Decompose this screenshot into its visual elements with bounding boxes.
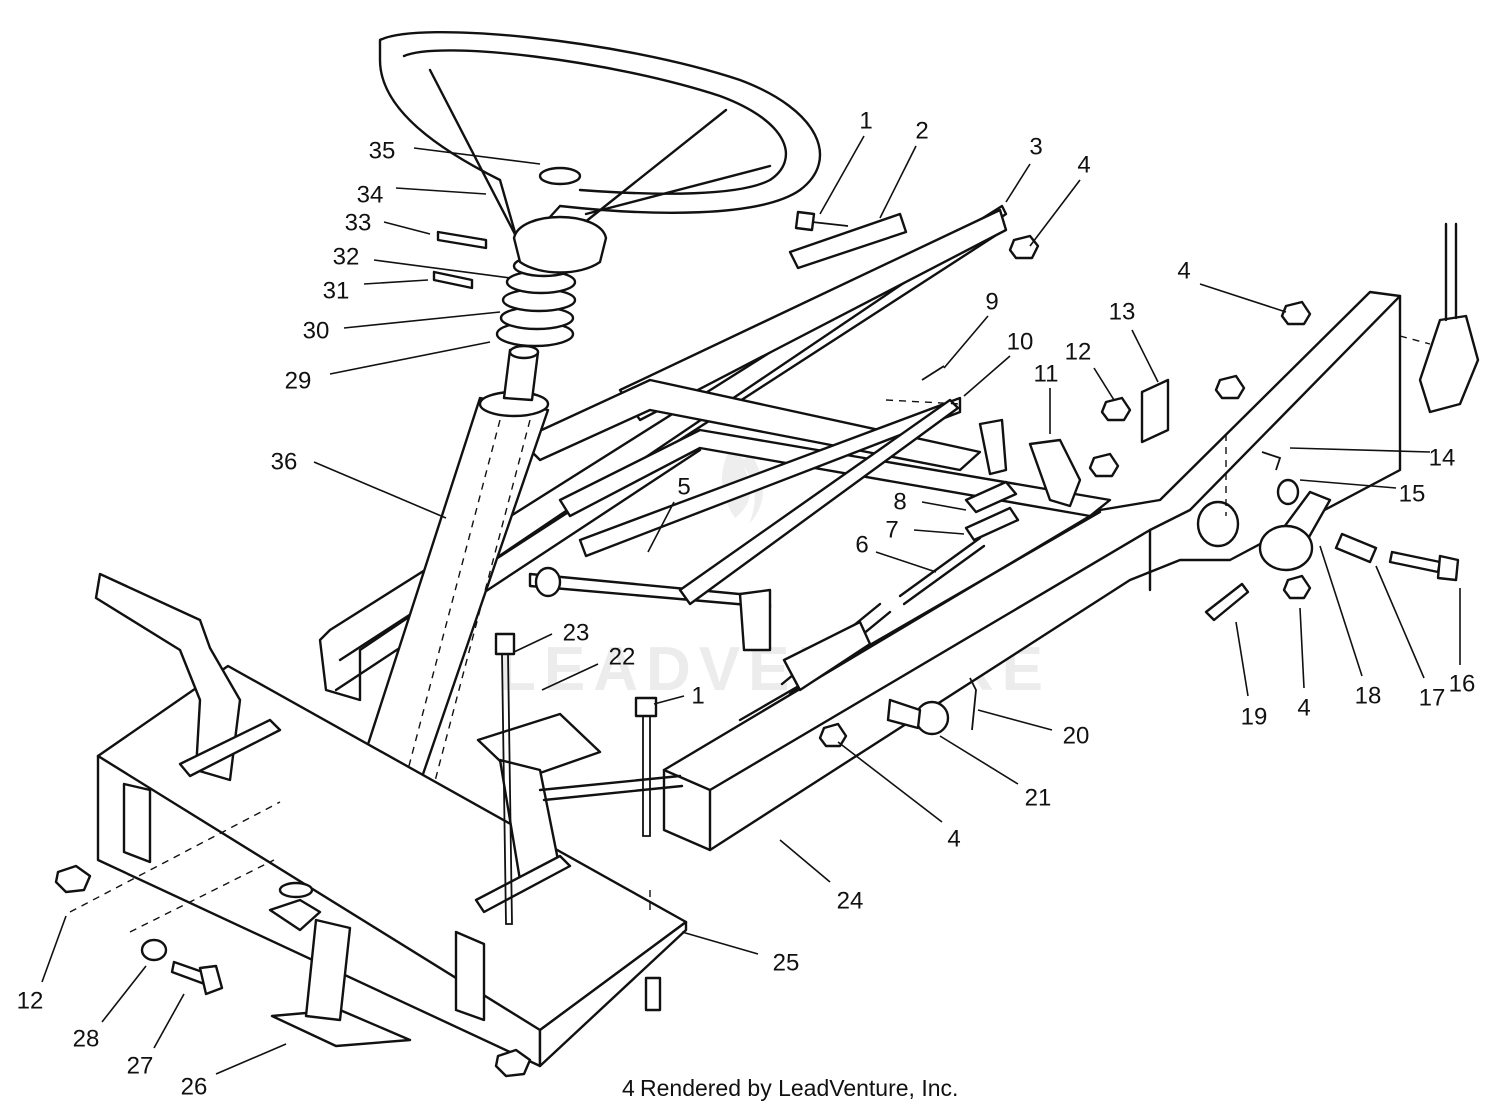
callout-leader-20 [977, 709, 1053, 731]
callout-label-10: 10 [1007, 328, 1034, 355]
callout-leader-31 [363, 279, 429, 285]
callout-leader-12 [41, 915, 67, 983]
credit-text: Rendered by LeadVenture, Inc. [640, 1075, 958, 1101]
callout-leader-7 [913, 529, 965, 535]
callout-leader-4 [1199, 283, 1287, 313]
callout-leader-35 [413, 147, 541, 165]
callout-label-28: 28 [73, 1025, 100, 1052]
callout-label-1: 1 [691, 682, 704, 709]
callout-leader-27 [153, 993, 185, 1049]
callout-label-3: 3 [1029, 133, 1042, 160]
callout-leader-26 [215, 1043, 287, 1075]
callout-leader-33 [383, 221, 431, 235]
callout-leader-1 [819, 135, 865, 215]
callout-leader-14 [1289, 447, 1431, 453]
callout-leader-9 [943, 315, 989, 369]
callout-leader-32 [373, 259, 511, 279]
callout-label-7: 7 [885, 516, 898, 543]
callout-leader-4 [1029, 179, 1081, 247]
callout-leader-23 [513, 633, 553, 653]
credit-line: 4 Rendered by LeadVenture, Inc. [622, 1075, 958, 1101]
callout-label-12: 12 [17, 987, 44, 1014]
callout-leader-34 [395, 187, 487, 195]
callout-label-33: 33 [345, 209, 372, 236]
pedal-frame [69, 572, 688, 1068]
callout-leader-4 [837, 741, 943, 823]
callout-label-16: 16 [1449, 670, 1476, 697]
credit-number: 4 [622, 1075, 635, 1101]
callout-leader-2 [879, 145, 917, 219]
callout-leader-3 [1005, 163, 1031, 203]
callout-label-18: 18 [1355, 682, 1382, 709]
callout-label-29: 29 [285, 367, 312, 394]
cross-shaft [528, 396, 1082, 696]
callout-leader-36 [313, 461, 447, 519]
callout-label-26: 26 [181, 1073, 208, 1100]
callout-label-8: 8 [893, 488, 906, 515]
callout-leader-30 [343, 311, 501, 329]
callout-label-11: 11 [1034, 360, 1059, 387]
callout-label-19: 19 [1241, 703, 1268, 730]
callout-label-9: 9 [985, 288, 998, 315]
callout-label-4: 4 [947, 825, 960, 852]
callout-label-12: 12 [1065, 338, 1092, 365]
callout-label-25: 25 [773, 949, 800, 976]
callout-label-22: 22 [609, 643, 636, 670]
hardware [54, 210, 1480, 1078]
callout-label-31: 31 [323, 277, 350, 304]
callout-leader-28 [101, 965, 147, 1023]
callout-leader-25 [681, 931, 759, 955]
callout-label-4: 4 [1177, 257, 1190, 284]
callout-label-5: 5 [677, 473, 690, 500]
callout-label-23: 23 [563, 619, 590, 646]
callout-label-6: 6 [855, 531, 868, 558]
callout-label-4: 4 [1297, 694, 1310, 721]
callout-leader-1 [653, 695, 685, 705]
callout-label-14: 14 [1429, 444, 1456, 471]
callout-leader-13 [1131, 329, 1159, 383]
callout-label-34: 34 [357, 181, 384, 208]
callout-label-36: 36 [271, 448, 298, 475]
callout-leader-29 [329, 341, 491, 375]
callout-leader-12 [1093, 367, 1115, 401]
callout-label-15: 15 [1399, 480, 1426, 507]
callout-label-32: 32 [333, 243, 360, 270]
callout-leader-22 [541, 663, 599, 691]
callout-leader-15 [1299, 479, 1397, 489]
callout-label-17: 17 [1419, 684, 1446, 711]
callout-leader-24 [779, 839, 831, 883]
callout-leader-5 [647, 501, 675, 553]
callout-label-4: 4 [1077, 151, 1090, 178]
callout-label-27: 27 [127, 1052, 154, 1079]
callout-label-35: 35 [369, 137, 396, 164]
steering-wheel [378, 30, 822, 274]
callout-label-1: 1 [859, 107, 872, 134]
callout-leader-18 [1319, 545, 1363, 677]
callout-label-13: 13 [1109, 298, 1136, 325]
callout-leader-21 [939, 735, 1019, 785]
callout-label-21: 21 [1025, 784, 1052, 811]
callout-leader-19 [1235, 621, 1249, 697]
frame-rails [318, 204, 1402, 852]
callout-label-2: 2 [915, 117, 928, 144]
callout-label-30: 30 [303, 317, 330, 344]
callout-label-24: 24 [837, 887, 864, 914]
callout-leader-8 [921, 501, 967, 511]
callout-leader-6 [875, 551, 937, 573]
callout-leader-10 [963, 355, 1011, 397]
callout-label-20: 20 [1063, 722, 1090, 749]
callout-leader-4 [1299, 607, 1305, 689]
callout-leader-17 [1375, 565, 1425, 679]
